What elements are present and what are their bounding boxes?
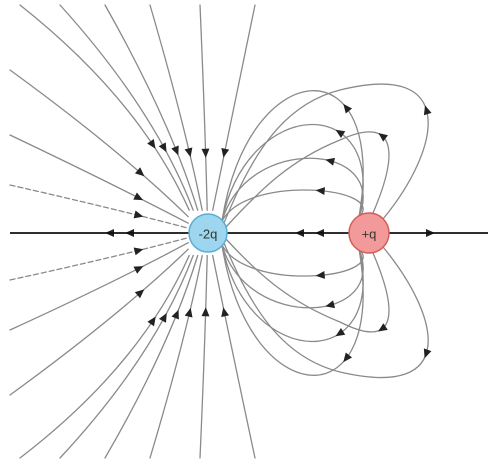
charge-positive-circle [348, 212, 390, 254]
charge-positive: +q [348, 212, 390, 254]
field-arrow [325, 300, 336, 309]
field-line [9, 237, 189, 281]
field-arrow [133, 210, 144, 219]
field-arrow [133, 266, 144, 274]
field-arrow [315, 270, 325, 279]
field-line [9, 242, 189, 331]
field-line [223, 83, 429, 224]
field-line [221, 123, 364, 222]
field-lines [9, 4, 429, 459]
field-line [212, 254, 256, 459]
field-line [225, 238, 390, 333]
field-line [149, 4, 203, 211]
field-arrow [378, 133, 388, 142]
field-arrow [378, 323, 388, 332]
field-arrows [105, 103, 435, 363]
charge-negative-circle [188, 213, 228, 253]
field-arrow [171, 309, 179, 320]
field-line [223, 242, 429, 379]
field-arrow [423, 105, 432, 116]
field-line [9, 69, 189, 218]
field-line [199, 4, 208, 211]
field-line [59, 254, 194, 459]
field-line [221, 189, 364, 222]
field-arrow [184, 147, 193, 158]
field-arrow [158, 312, 167, 323]
field-arrow [171, 145, 179, 156]
charge-negative: -2q [188, 213, 228, 253]
field-line [221, 244, 364, 376]
field-arrow [201, 148, 210, 158]
field-line [225, 131, 390, 228]
field-arrow [335, 328, 346, 337]
field-line [9, 184, 189, 229]
field-arrow [133, 247, 144, 256]
field-line [221, 244, 364, 277]
field-line [19, 4, 190, 211]
field-arrow [343, 352, 353, 363]
field-arrow [221, 147, 230, 158]
field-arrow [325, 157, 336, 166]
field-line [9, 134, 189, 224]
field-arrow [147, 316, 156, 327]
field-line [212, 4, 256, 211]
field-arrow [133, 192, 144, 201]
field-arrow [147, 139, 156, 149]
field-arrow [343, 103, 353, 114]
field-arrow [201, 307, 210, 317]
field-line [59, 4, 194, 211]
field-arrow [335, 129, 346, 138]
field-line [19, 254, 190, 459]
field-line [221, 90, 364, 222]
field-line [221, 244, 364, 343]
field-arrow [423, 348, 432, 359]
field-arrow [134, 167, 145, 177]
field-arrow [184, 307, 193, 318]
field-arrow [158, 142, 167, 153]
field-line [9, 248, 189, 396]
charge-negative-label: -2q [199, 227, 218, 242]
field-line [199, 254, 208, 459]
field-line [104, 4, 199, 211]
field-arrow [134, 289, 145, 299]
field-arrow [315, 187, 325, 196]
charge-positive-label: +q [362, 227, 377, 242]
field-line [149, 254, 203, 459]
field-arrow [221, 307, 230, 317]
field-line [104, 254, 199, 459]
